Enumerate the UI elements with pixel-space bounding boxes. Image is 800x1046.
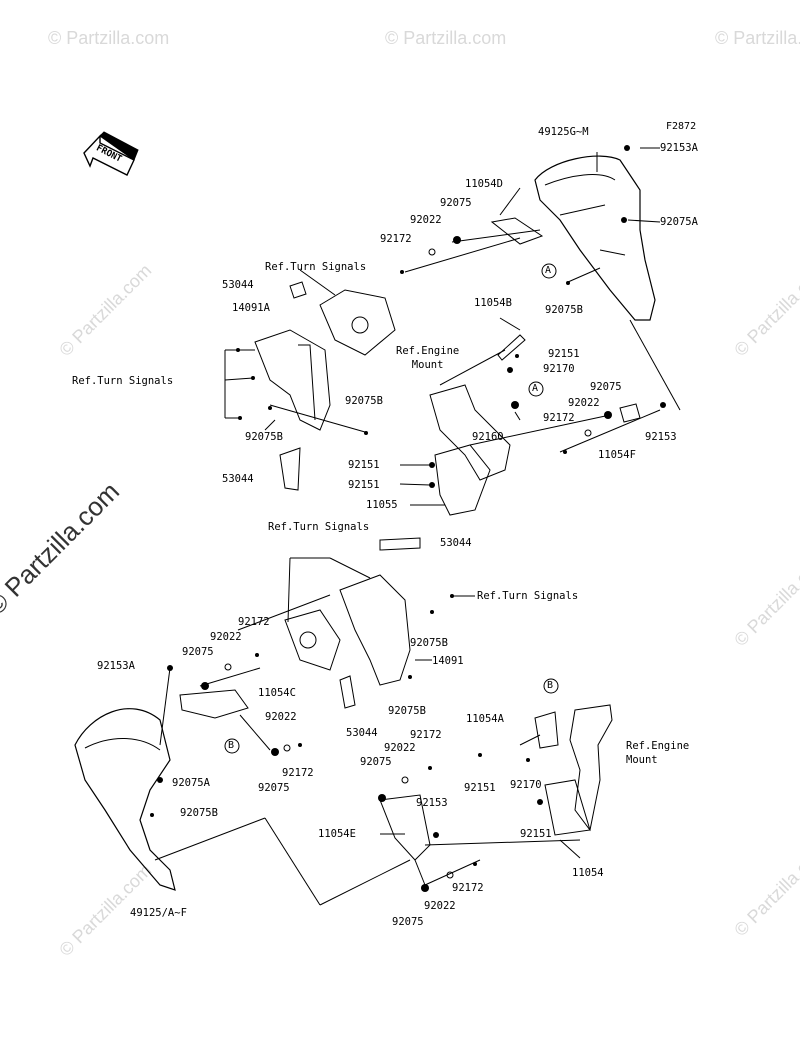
part-label: 11054B bbox=[474, 297, 512, 309]
part-label: 92075 bbox=[392, 916, 424, 928]
part-label: 53044 bbox=[346, 727, 378, 739]
callout-b: B bbox=[228, 740, 235, 751]
callout-a: A bbox=[545, 265, 552, 276]
part-label: 92172 bbox=[282, 767, 314, 779]
part-label: 14091A bbox=[232, 302, 270, 314]
part-label: 92160 bbox=[472, 431, 504, 443]
part-label: 92022 bbox=[410, 214, 442, 226]
ref-label: Ref.Engine Mount bbox=[626, 740, 690, 766]
part-label: 92172 bbox=[543, 412, 575, 424]
part-label: 92022 bbox=[568, 397, 600, 409]
part-label: 92172 bbox=[380, 233, 412, 245]
part-label: 92153 bbox=[645, 431, 677, 443]
right-cowl-part bbox=[534, 155, 656, 321]
part-label: 92151 bbox=[348, 459, 380, 471]
part-label: 92153 bbox=[416, 797, 448, 809]
part-label: 92075B bbox=[410, 637, 448, 649]
part-label: 92151 bbox=[464, 782, 496, 794]
part-label: 92170 bbox=[543, 363, 575, 375]
watermark: © Partzilla.com bbox=[385, 28, 507, 48]
callout-a: A bbox=[532, 383, 539, 394]
part-label: 92075 bbox=[258, 782, 290, 794]
part-label: 11055 bbox=[366, 499, 398, 511]
part-label: 92075A bbox=[660, 216, 698, 228]
part-label: 92022 bbox=[210, 631, 242, 643]
callout-b: B bbox=[547, 680, 554, 691]
part-label: 92075B bbox=[388, 705, 426, 717]
part-label: 92153A bbox=[660, 142, 698, 154]
part-label: 53044 bbox=[222, 473, 254, 485]
ref-label: Ref.Turn Signals bbox=[268, 521, 370, 533]
watermark: © Partzilla.com bbox=[48, 28, 170, 48]
part-label: 92022 bbox=[424, 900, 456, 912]
part-label: 92075B bbox=[245, 431, 283, 443]
part-label: 53044 bbox=[222, 279, 254, 291]
part-label: 11054E bbox=[318, 828, 356, 840]
part-label: 11054A bbox=[466, 713, 504, 725]
ref-label: Ref.Engine Mount bbox=[396, 345, 460, 371]
engine-mount-bracket bbox=[429, 384, 511, 481]
part-label: 11054F bbox=[598, 449, 636, 461]
part-label: 92172 bbox=[452, 882, 484, 894]
part-label: 92075B bbox=[545, 304, 583, 316]
part-label: 92075 bbox=[182, 646, 214, 658]
watermark: © Partzilla.com bbox=[715, 28, 800, 48]
part-label: 49125/A~F bbox=[130, 907, 187, 919]
part-label: 92022 bbox=[265, 711, 297, 723]
part-label: 92075 bbox=[590, 381, 622, 393]
ref-label: Ref.Turn Signals bbox=[72, 375, 174, 387]
part-label: 92172 bbox=[410, 729, 442, 741]
front-arrow-icon bbox=[83, 131, 139, 176]
figure-id: F2872 bbox=[666, 121, 697, 132]
part-label: 92075 bbox=[440, 197, 472, 209]
part-label: 92022 bbox=[384, 742, 416, 754]
part-label: 92151 bbox=[520, 828, 552, 840]
part-label: 92151 bbox=[348, 479, 380, 491]
left-cowl-part bbox=[74, 708, 176, 891]
ref-label: Ref.Turn Signals bbox=[477, 590, 579, 602]
part-label: 14091 bbox=[432, 655, 464, 667]
part-label: 49125G~M bbox=[538, 126, 589, 138]
lower-engine-mount-bracket bbox=[569, 704, 613, 832]
part-label: 92170 bbox=[510, 779, 542, 791]
part-label: 92075A bbox=[172, 777, 210, 789]
part-label: 92172 bbox=[238, 616, 270, 628]
part-label: 11054C bbox=[258, 687, 296, 699]
part-label: 92075B bbox=[345, 395, 383, 407]
part-label: 11054 bbox=[572, 867, 604, 879]
part-label: 92151 bbox=[548, 348, 580, 360]
ref-label: Ref.Turn Signals bbox=[265, 261, 367, 273]
part-label: 92075B bbox=[180, 807, 218, 819]
part-label: 53044 bbox=[440, 537, 472, 549]
part-label: 92153A bbox=[97, 660, 135, 672]
part-label: 92075 bbox=[360, 756, 392, 768]
part-label: 11054D bbox=[465, 178, 503, 190]
